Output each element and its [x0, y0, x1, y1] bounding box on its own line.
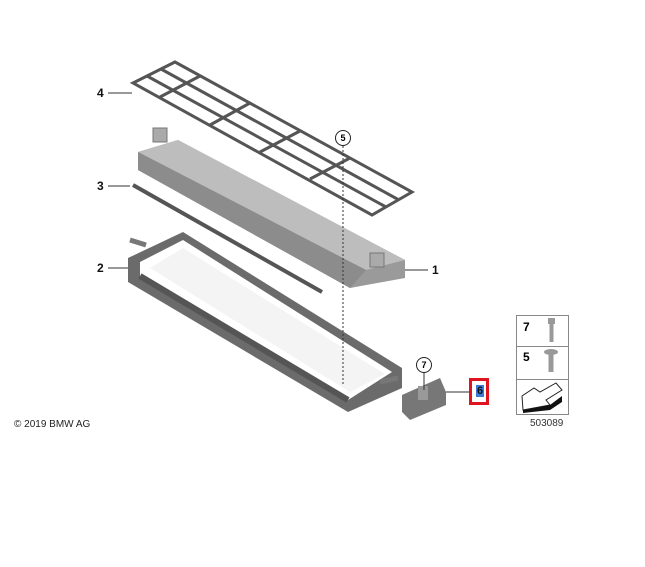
- callout-4: 4: [97, 86, 104, 100]
- callout-1: 1: [432, 263, 439, 277]
- cooler-part-1: [138, 127, 405, 288]
- legend-item: 7: [517, 316, 568, 347]
- diagram-code: 503089: [530, 418, 564, 429]
- callout-3: 3: [97, 179, 104, 193]
- bracket-part-6: [402, 378, 446, 420]
- callout-7: 7: [416, 357, 432, 373]
- fastener-legend: 7 5: [516, 315, 569, 415]
- grille-part-4: [129, 60, 416, 217]
- legend-item: 5: [517, 346, 568, 380]
- callout-2: 2: [97, 261, 104, 275]
- bolt-icon: [548, 318, 555, 342]
- copyright: © 2019 BMW AG: [14, 419, 91, 430]
- highlight-box: 6: [469, 378, 489, 405]
- callout-6: 6: [476, 385, 485, 397]
- seal-strip-part-3: [132, 183, 323, 294]
- callout-5: 5: [335, 130, 351, 146]
- screw-icon: [544, 349, 558, 372]
- tray-part-2: [128, 232, 402, 412]
- arrow-icon: [521, 382, 563, 413]
